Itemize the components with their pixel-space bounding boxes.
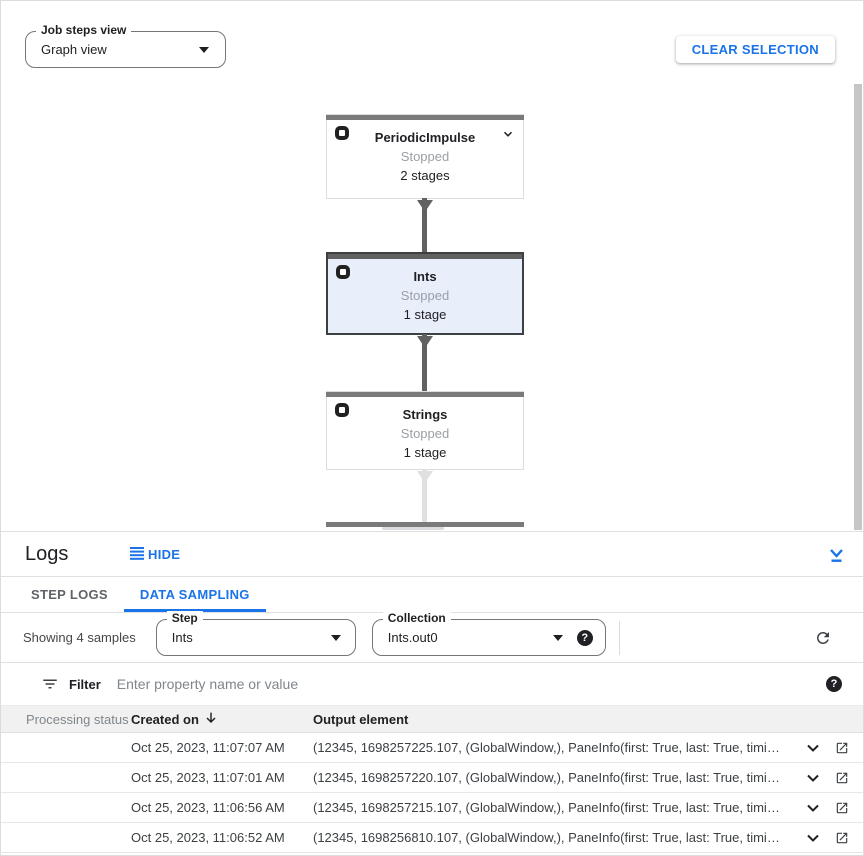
step-select-value: Ints [171, 630, 193, 645]
horizontal-scroll-indicator [382, 527, 444, 530]
col-created-on[interactable]: Created on [131, 710, 313, 729]
clear-selection-button[interactable]: CLEAR SELECTION [675, 36, 835, 63]
logs-panel: Logs HIDE STEP LOGS DATA SAMPLING Showin… [1, 531, 863, 855]
created-on-cell: Oct 25, 2023, 11:07:01 AM [131, 770, 285, 785]
output-element-cell: (12345, 1698257225.107, (GlobalWindow,),… [313, 740, 793, 755]
composite-step-icon [336, 265, 350, 279]
partial-node-top-bar [326, 522, 524, 527]
expand-row-icon[interactable] [803, 768, 823, 788]
created-on-cell: Oct 25, 2023, 11:07:07 AM [131, 740, 285, 755]
job-steps-view-select[interactable]: Job steps view Graph view [25, 23, 226, 68]
expand-row-icon[interactable] [803, 738, 823, 758]
sample-row[interactable]: Oct 25, 2023, 11:07:07 AM (12345, 169825… [1, 733, 863, 763]
node-status: Stopped [400, 149, 450, 164]
showing-samples-text: Showing 4 samples [23, 630, 136, 645]
row-actions [793, 828, 863, 848]
sample-row[interactable]: Oct 25, 2023, 11:06:56 AM (12345, 169825… [1, 793, 863, 823]
node-stages: 2 stages [400, 168, 450, 183]
row-actions [793, 798, 863, 818]
hide-button-label: HIDE [148, 547, 181, 562]
job-steps-view-label: Job steps view [36, 23, 132, 37]
collection-select-label: Collection [382, 611, 451, 625]
collection-help-icon[interactable] [576, 629, 593, 646]
step-select[interactable]: Step Ints [155, 611, 356, 656]
row-actions [793, 768, 863, 788]
filter-icon [41, 675, 59, 693]
collection-select-value: Ints.out0 [387, 630, 438, 645]
filter-input[interactable] [116, 676, 814, 692]
graph-node-ints-selected[interactable]: Ints Stopped 1 stage [326, 252, 524, 335]
logs-tabs: STEP LOGS DATA SAMPLING [1, 577, 863, 613]
collection-select[interactable]: Collection Ints.out0 [371, 611, 606, 656]
created-on-cell: Oct 25, 2023, 11:06:56 AM [131, 800, 285, 815]
node-title: Strings [402, 407, 448, 422]
logs-panel-title: Logs [25, 543, 69, 565]
sampling-controls: Showing 4 samples Step Ints Collection I… [1, 611, 863, 663]
node-stages: 1 stage [403, 307, 447, 322]
filter-label: Filter [69, 676, 101, 692]
refresh-icon[interactable] [814, 629, 832, 647]
tab-data-sampling[interactable]: DATA SAMPLING [123, 577, 266, 612]
job-steps-view-value: Graph view [41, 42, 107, 57]
edge-arrow-icon [417, 471, 433, 483]
output-element-cell: (12345, 1698256810.107, (GlobalWindow,),… [313, 830, 793, 845]
open-in-new-icon[interactable] [835, 771, 849, 785]
node-title: Ints [413, 269, 437, 284]
graph-node-periodicimpulse[interactable]: PeriodicImpulse Stopped 2 stages [326, 114, 524, 199]
hide-logs-button[interactable]: HIDE [129, 532, 180, 577]
step-select-label: Step [166, 611, 203, 625]
edge-arrow-icon [417, 200, 433, 212]
dropdown-arrow-icon [199, 46, 209, 53]
open-in-new-icon[interactable] [835, 801, 849, 815]
node-stages: 1 stage [403, 445, 447, 460]
expand-node-icon[interactable] [501, 127, 515, 146]
node-status: Stopped [400, 288, 450, 303]
sample-row[interactable]: Oct 25, 2023, 11:07:01 AM (12345, 169825… [1, 763, 863, 793]
graph-node-strings[interactable]: Strings Stopped 1 stage [326, 391, 524, 470]
graph-edge [422, 334, 427, 392]
filter-bar[interactable]: Filter [1, 663, 863, 706]
composite-step-icon [335, 126, 349, 140]
graph-edge [422, 469, 427, 523]
expand-row-icon[interactable] [803, 798, 823, 818]
dropdown-arrow-icon [330, 634, 341, 641]
dropdown-arrow-icon [552, 634, 563, 641]
filter-help-icon[interactable] [826, 676, 842, 692]
output-element-cell: (12345, 1698257220.107, (GlobalWindow,),… [313, 770, 793, 785]
graph-vertical-scrollbar[interactable] [854, 84, 862, 530]
sample-row[interactable]: Oct 25, 2023, 11:06:52 AM (12345, 169825… [1, 823, 863, 853]
sort-descending-icon [203, 710, 219, 729]
edge-arrow-icon [417, 336, 433, 348]
divider [618, 620, 620, 655]
open-in-new-icon[interactable] [835, 831, 849, 845]
open-in-new-icon[interactable] [835, 741, 849, 755]
col-output-element: Output element [313, 711, 409, 727]
hide-panel-icon [129, 546, 145, 563]
graph-edge [422, 198, 427, 253]
output-element-cell: (12345, 1698257215.107, (GlobalWindow,),… [313, 800, 793, 815]
expand-row-icon[interactable] [803, 828, 823, 848]
collapse-panel-icon[interactable] [828, 545, 845, 563]
node-status: Stopped [400, 426, 450, 441]
logs-header: Logs HIDE [1, 532, 863, 577]
tab-step-logs[interactable]: STEP LOGS [31, 587, 108, 602]
col-processing-status: Processing status [26, 711, 129, 727]
created-on-cell: Oct 25, 2023, 11:06:52 AM [131, 830, 285, 845]
row-actions [793, 738, 863, 758]
table-header: Processing status Created on Output elem… [1, 706, 863, 733]
composite-step-icon [335, 403, 349, 417]
col-created-on-label: Created on [131, 711, 199, 727]
node-title: PeriodicImpulse [374, 130, 476, 145]
